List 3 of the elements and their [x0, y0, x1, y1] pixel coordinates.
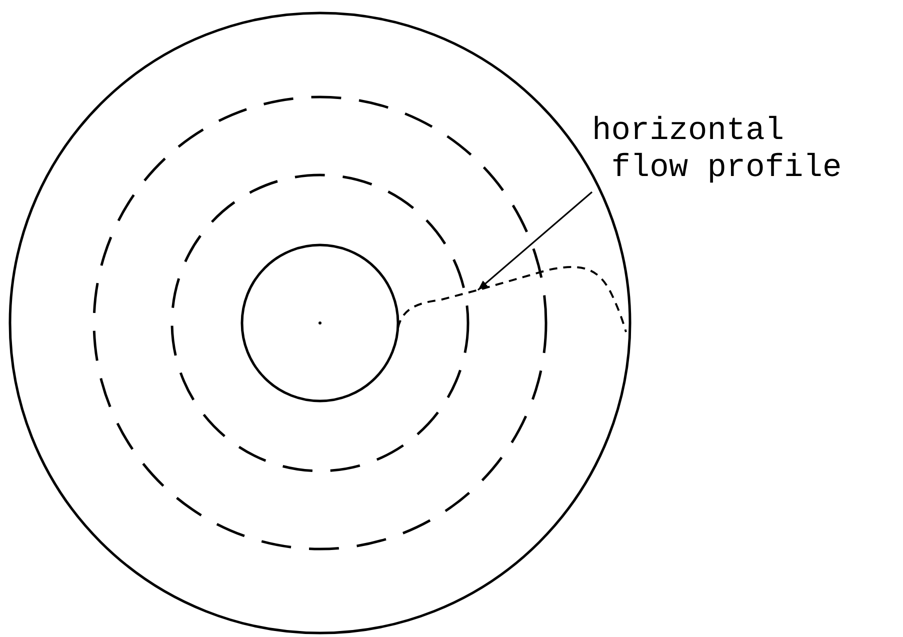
leader-arrow: [477, 191, 593, 291]
flow-profile-curve: [397, 266, 627, 332]
callout-label: horizontal flow profile: [592, 112, 843, 186]
